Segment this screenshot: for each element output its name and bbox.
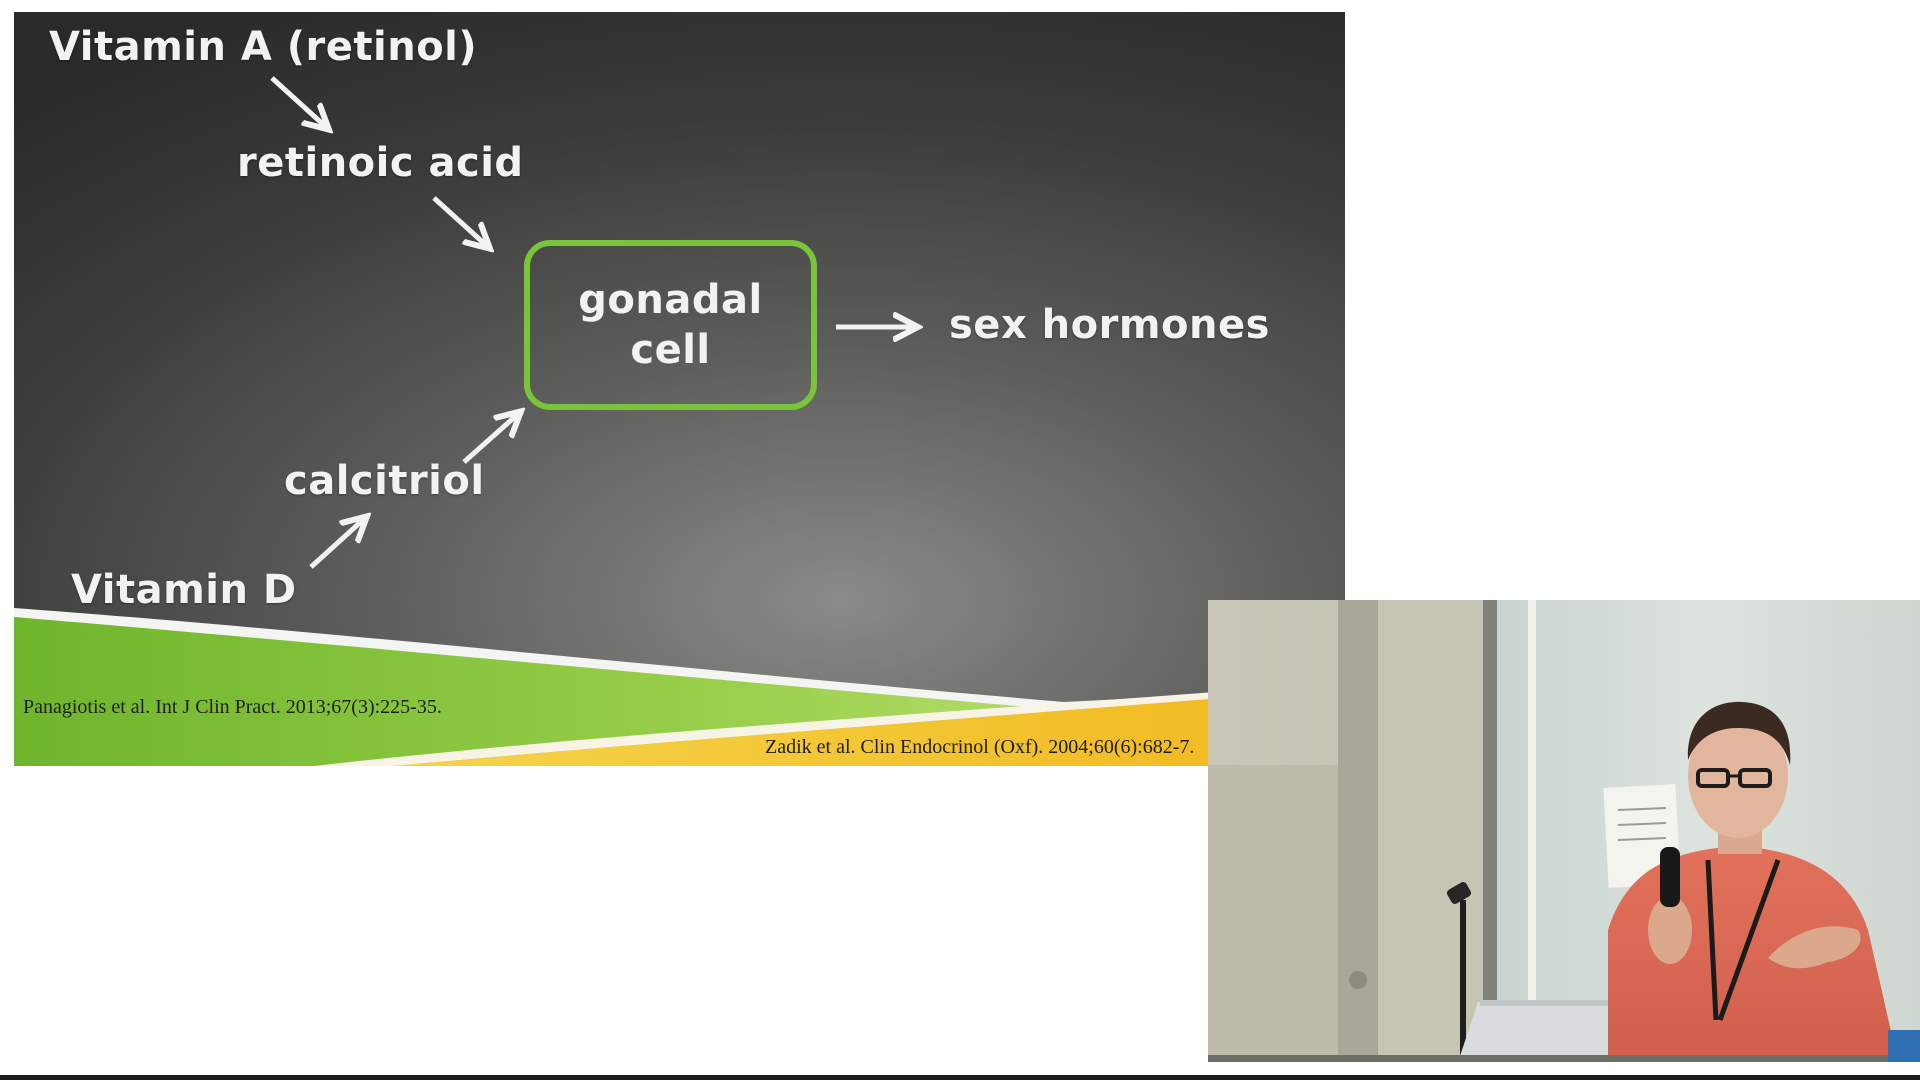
presenter-video xyxy=(1208,600,1920,1062)
arrow-retinoic-acid-to-gonadal-cell xyxy=(432,196,487,246)
gonadal-cell-label-line1: gonadal xyxy=(578,277,763,323)
arrow-calcitriol-to-gonadal-cell xyxy=(462,414,518,464)
presentation-slide: Vitamin A (retinol) retinoic acid gonada… xyxy=(14,12,1345,766)
node-vitamin-d: Vitamin D xyxy=(71,567,297,613)
citation-left: Panagiotis et al. Int J Clin Pract. 2013… xyxy=(23,696,442,718)
bottom-edge-bar xyxy=(0,1075,1920,1080)
gonadal-cell-label-line2: cell xyxy=(630,327,711,373)
node-vitamin-a: Vitamin A (retinol) xyxy=(49,24,478,70)
arrow-vitamin-a-to-retinoic-acid xyxy=(270,76,326,127)
node-retinoic-acid: retinoic acid xyxy=(237,140,524,186)
node-gonadal-cell-box: gonadal cell xyxy=(524,240,817,410)
diagram-arrows xyxy=(270,76,1345,569)
arrow-vitamin-d-to-calcitriol xyxy=(309,519,364,569)
node-sex-hormones: sex hormones xyxy=(949,302,1270,348)
slide-footer-waves xyxy=(14,608,1345,766)
node-calcitriol: calcitriol xyxy=(284,458,485,504)
citation-right: Zadik et al. Clin Endocrinol (Oxf). 2004… xyxy=(765,736,1195,758)
